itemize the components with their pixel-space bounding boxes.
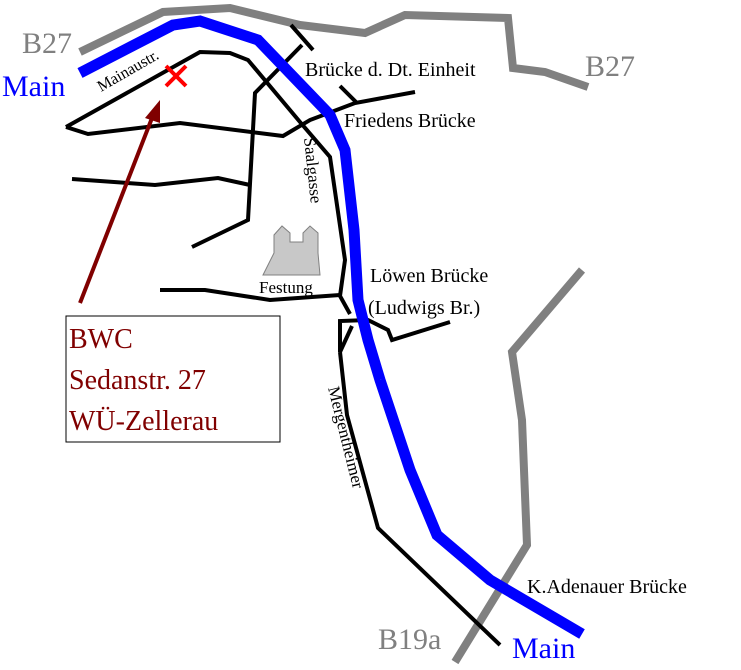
- destination-box: [65, 315, 281, 443]
- highway-b27: [78, 3, 590, 91]
- label-b27-left: B27: [22, 27, 72, 60]
- fortress-icon: [262, 225, 321, 276]
- highway-b19a: [451, 267, 586, 665]
- river-main: [77, 15, 585, 639]
- road-mainaustr: [65, 49, 352, 315]
- label-b19a: B19a: [378, 623, 441, 656]
- road-festung: [160, 288, 341, 303]
- road-loewen-bruecke: [338, 317, 451, 352]
- destination-street: Sedanstr. 27: [69, 365, 206, 396]
- road-mergentheimer: [338, 351, 502, 647]
- label-adenauer-bruecke: K.Adenauer Brücke: [527, 576, 687, 598]
- destination-district: WÜ-Zellerau: [69, 406, 218, 437]
- label-mergentheimer: Mergentheimer: [324, 384, 368, 490]
- x-mark-icon: [164, 64, 188, 88]
- label-main-top: Main: [2, 70, 65, 103]
- arrow-icon: [78, 100, 160, 304]
- label-bruecke-einheit: Brücke d. Dt. Einheit: [305, 59, 476, 81]
- bridge-einheit-tick: [289, 23, 315, 52]
- destination-name: BWC: [69, 324, 133, 355]
- label-festung: Festung: [259, 278, 313, 297]
- label-main-bottom: Main: [512, 632, 575, 665]
- label-ludwigs-br: (Ludwigs Br.): [368, 297, 480, 319]
- label-friedens-bruecke: Friedens Brücke: [344, 110, 476, 132]
- label-b27-right: B27: [585, 50, 635, 83]
- bridge-friedens-tick: [338, 84, 358, 104]
- label-loewen-bruecke: Löwen Brücke: [370, 265, 488, 287]
- road-ramp: [338, 325, 354, 353]
- road-west: [71, 175, 251, 188]
